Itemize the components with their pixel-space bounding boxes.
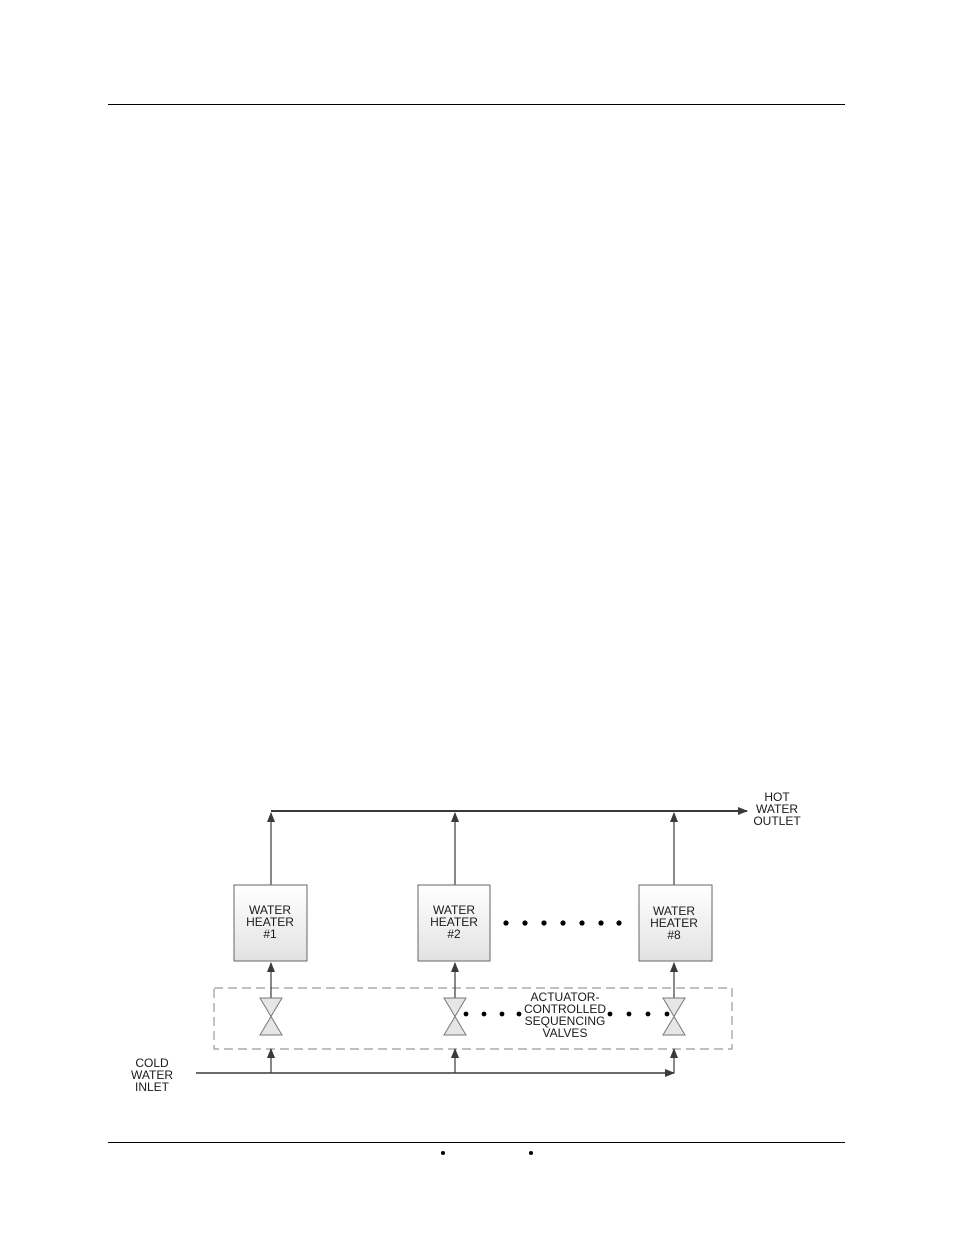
heater-1-label-line1: WATER bbox=[249, 903, 291, 917]
heater-1-label-line3: #1 bbox=[263, 927, 277, 941]
heater-2-label-line2: HEATER bbox=[430, 915, 478, 929]
heater-8-label-line3: #8 bbox=[667, 928, 681, 942]
heater-ellipsis-dots bbox=[503, 920, 622, 926]
water-heater-8-box bbox=[638, 884, 713, 962]
heater-1-label-line2: HEATER bbox=[246, 915, 294, 929]
cold-inlet-line1: COLD bbox=[135, 1056, 169, 1070]
cold-inlet-line3: INLET bbox=[135, 1080, 170, 1094]
footer-bullet-right bbox=[529, 1151, 533, 1155]
valve-ellipsis-dots-left bbox=[463, 1011, 522, 1017]
heater-2-label-line1: WATER bbox=[433, 903, 475, 917]
heater-8-label-line1: WATER bbox=[653, 904, 695, 918]
hot-outlet-line3: OUTLET bbox=[753, 814, 801, 828]
cold-water-inlet-label: COLD WATER INLET bbox=[131, 1056, 173, 1094]
valves-label-line1: ACTUATOR- bbox=[531, 990, 600, 1004]
heater-1-branch: WATER HEATER #1 bbox=[233, 812, 308, 1073]
hot-outlet-line1: HOT bbox=[764, 790, 790, 804]
water-heater-2-box bbox=[417, 884, 491, 962]
valve-group-enclosure bbox=[213, 987, 733, 1050]
valves-label-line4: VALVES bbox=[543, 1026, 588, 1040]
footer-bullet-left bbox=[441, 1151, 445, 1155]
valve-ellipsis-dots-right bbox=[607, 1011, 670, 1017]
heater-8-label-line2: HEATER bbox=[650, 916, 698, 930]
sequencing-valve-8 bbox=[662, 997, 686, 1036]
hot-outlet-line2: WATER bbox=[756, 802, 798, 816]
water-heater-1-box bbox=[233, 884, 308, 962]
heater-2-branch: WATER HEATER #2 bbox=[417, 812, 491, 1073]
valves-label-line3: SEQUENCING bbox=[525, 1014, 606, 1028]
hot-water-outlet-label: HOT WATER OUTLET bbox=[753, 790, 801, 828]
valves-label-line2: CONTROLLED bbox=[524, 1002, 606, 1016]
sequencing-valve-2 bbox=[443, 997, 467, 1036]
heater-8-branch: WATER HEATER #8 bbox=[638, 812, 713, 1073]
valves-label: ACTUATOR- CONTROLLED SEQUENCING VALVES bbox=[524, 990, 606, 1040]
cold-inlet-line2: WATER bbox=[131, 1068, 173, 1082]
sequencing-valve-1 bbox=[259, 997, 283, 1036]
footer-rule bbox=[108, 1142, 845, 1143]
heater-2-label-line3: #2 bbox=[447, 927, 461, 941]
header-rule bbox=[108, 104, 845, 105]
